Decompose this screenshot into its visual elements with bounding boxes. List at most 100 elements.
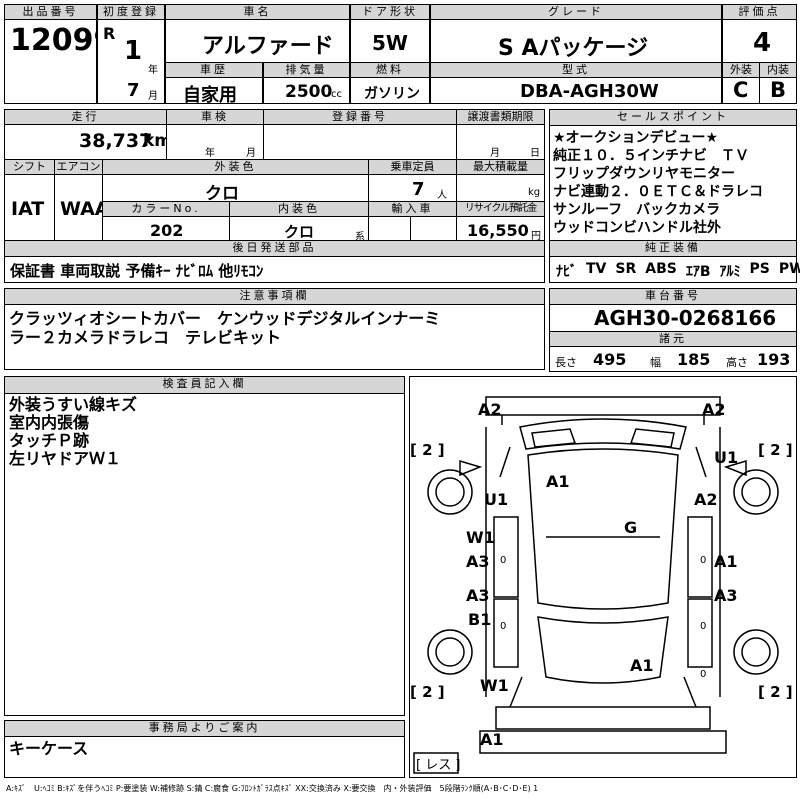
transfer-label: 譲渡書類期限: [456, 109, 545, 125]
transfer-day-unit: 日: [530, 148, 540, 159]
displacement-unit: cc: [331, 89, 342, 100]
int-color-cell: [229, 216, 369, 241]
sales-point-line: ナビ連動２．０ＥＴＣ＆ドラレコ: [553, 184, 763, 200]
reg-no-label: 登録番号: [263, 109, 457, 125]
displacement-cell: [263, 77, 350, 104]
color-no-label: カラーNo.: [102, 201, 230, 217]
small-o: 0: [700, 555, 706, 566]
year-unit: 年: [148, 65, 158, 76]
damage-mark: A2: [694, 490, 718, 509]
height-value: 193: [757, 350, 791, 369]
equipment-item: ｱﾙﾐ: [719, 264, 741, 280]
seats-label: 乗車定員: [368, 159, 457, 175]
small-o: 0: [500, 555, 506, 566]
grade-label: グレード: [430, 4, 722, 20]
damage-mark: A2: [702, 400, 726, 419]
car-damage-diagram: A2 A2 A1 U1 U1 A2 G W1 A3 A1 A3 A3 B1 A1…: [410, 396, 793, 774]
later-parts-cell: [4, 256, 545, 283]
equipment-item: PS: [749, 261, 770, 277]
notes-line: ラー２カメラドラレコ テレビキット: [9, 328, 282, 347]
recycle-unit: 円: [531, 231, 541, 242]
damage-mark: A1: [630, 656, 654, 675]
ext-grade: C: [733, 78, 749, 102]
office-label: 事務局よりご案内: [4, 720, 405, 737]
transfer-month-unit: 月: [490, 148, 500, 159]
damage-marks: A2 A2 A1 U1 U1 A2 G W1 A3 A1 A3 A3 B1 A1…: [466, 400, 738, 749]
fuel-cell: [350, 77, 430, 104]
tire-mark: [ 2 ]: [410, 441, 445, 459]
reg-year: 1: [124, 36, 143, 66]
ext-color: クロ: [205, 184, 239, 204]
grade: S Aパッケージ: [498, 36, 649, 61]
small-o: 0: [500, 621, 506, 632]
damage-mark: A1: [546, 472, 570, 491]
equipment-list: ﾅﾋﾞ TV SR ABS ｴｱB ｱﾙﾐ PS PW: [556, 261, 800, 281]
displacement: 2500: [285, 82, 333, 102]
mileage: 38,737: [79, 130, 153, 152]
damage-mark: W1: [466, 528, 495, 547]
first-reg-cell: [97, 19, 165, 104]
score-cell: [722, 19, 797, 63]
shift-label: シフト: [4, 159, 55, 175]
ac: WAA: [60, 198, 110, 220]
import-cell: [368, 216, 457, 241]
small-marks: 0 0 0 0 0: [500, 555, 706, 680]
score-label: 評価点: [722, 4, 797, 20]
sales-point-line: 純正１０．５インチナビ ＴＶ: [553, 148, 749, 164]
spare-tire: [ レス ]: [416, 758, 460, 773]
history-label: 車歴: [165, 62, 263, 78]
specs-cell: [549, 346, 797, 372]
load-unit: kg: [528, 187, 541, 198]
load-label: 最大積載量: [456, 159, 545, 175]
displacement-label: 排気量: [263, 62, 350, 78]
equipment-item: SR: [615, 261, 637, 277]
equipment-label: 純正装備: [549, 240, 797, 257]
equipment-item: ﾅﾋﾞ: [556, 264, 577, 280]
damage-mark: U1: [714, 448, 738, 467]
seats-cell: [368, 174, 457, 202]
equipment-item: ｴｱB: [685, 264, 711, 280]
width-label: 幅: [650, 356, 661, 369]
ext-grade-label: 外装: [722, 62, 760, 78]
damage-mark: A1: [714, 552, 738, 571]
score: 4: [753, 28, 772, 58]
inspector-line: 左リヤドアＷ１: [9, 449, 122, 468]
later-parts: 保証書 車両取説 予備ｷｰ ﾅﾋﾞﾛﾑ 他ﾘﾓｺﾝ: [10, 262, 264, 280]
inspection-year-unit: 年: [205, 148, 215, 159]
sales-point-line: サンルーフ バックカメラ: [553, 202, 721, 218]
car-name-cell: [165, 19, 350, 63]
damage-mark: G: [624, 518, 637, 537]
tire-marks: [ 2 ] [ 2 ] [ 2 ] [ 2 ]: [410, 441, 793, 701]
int-color-unit: 系: [355, 232, 365, 243]
inspector-line: 外装うすい線キズ: [9, 395, 138, 414]
ac-cell: [54, 174, 103, 241]
month-unit: 月: [148, 91, 158, 102]
car-outline: [413, 396, 779, 774]
equipment-item: ABS: [645, 261, 677, 277]
office-note: キーケース: [9, 739, 89, 758]
lot-cell: [4, 19, 97, 104]
door-label: ドア形状: [350, 4, 430, 20]
history: 自家用: [183, 85, 237, 106]
int-color: クロ: [284, 223, 315, 241]
fuel: ガソリン: [364, 86, 420, 102]
transfer-cell: [456, 124, 545, 160]
notes-label: 注意事項欄: [4, 288, 545, 305]
damage-mark: W1: [480, 676, 509, 695]
damage-mark: U1: [484, 490, 508, 509]
reg-no-cell: [263, 124, 457, 160]
model-label: 型式: [430, 62, 722, 78]
load-cell: [456, 174, 545, 202]
notes-line: クラッツィオシートカバー ケンウッドデジタルインナーミ: [9, 309, 441, 328]
import-divider: [410, 216, 411, 241]
lot-number: 12099: [10, 23, 115, 58]
first-reg-label: 初度登録: [97, 4, 165, 20]
era: R: [103, 24, 116, 43]
damage-mark: A1: [480, 730, 504, 749]
damage-mark: A3: [466, 552, 490, 571]
mileage-label: 走行: [4, 109, 167, 125]
equipment-item: PW: [778, 261, 800, 277]
recycle: 16,550: [467, 221, 529, 240]
tire-mark: [ 2 ]: [410, 683, 445, 701]
equipment-cell: [549, 256, 797, 283]
